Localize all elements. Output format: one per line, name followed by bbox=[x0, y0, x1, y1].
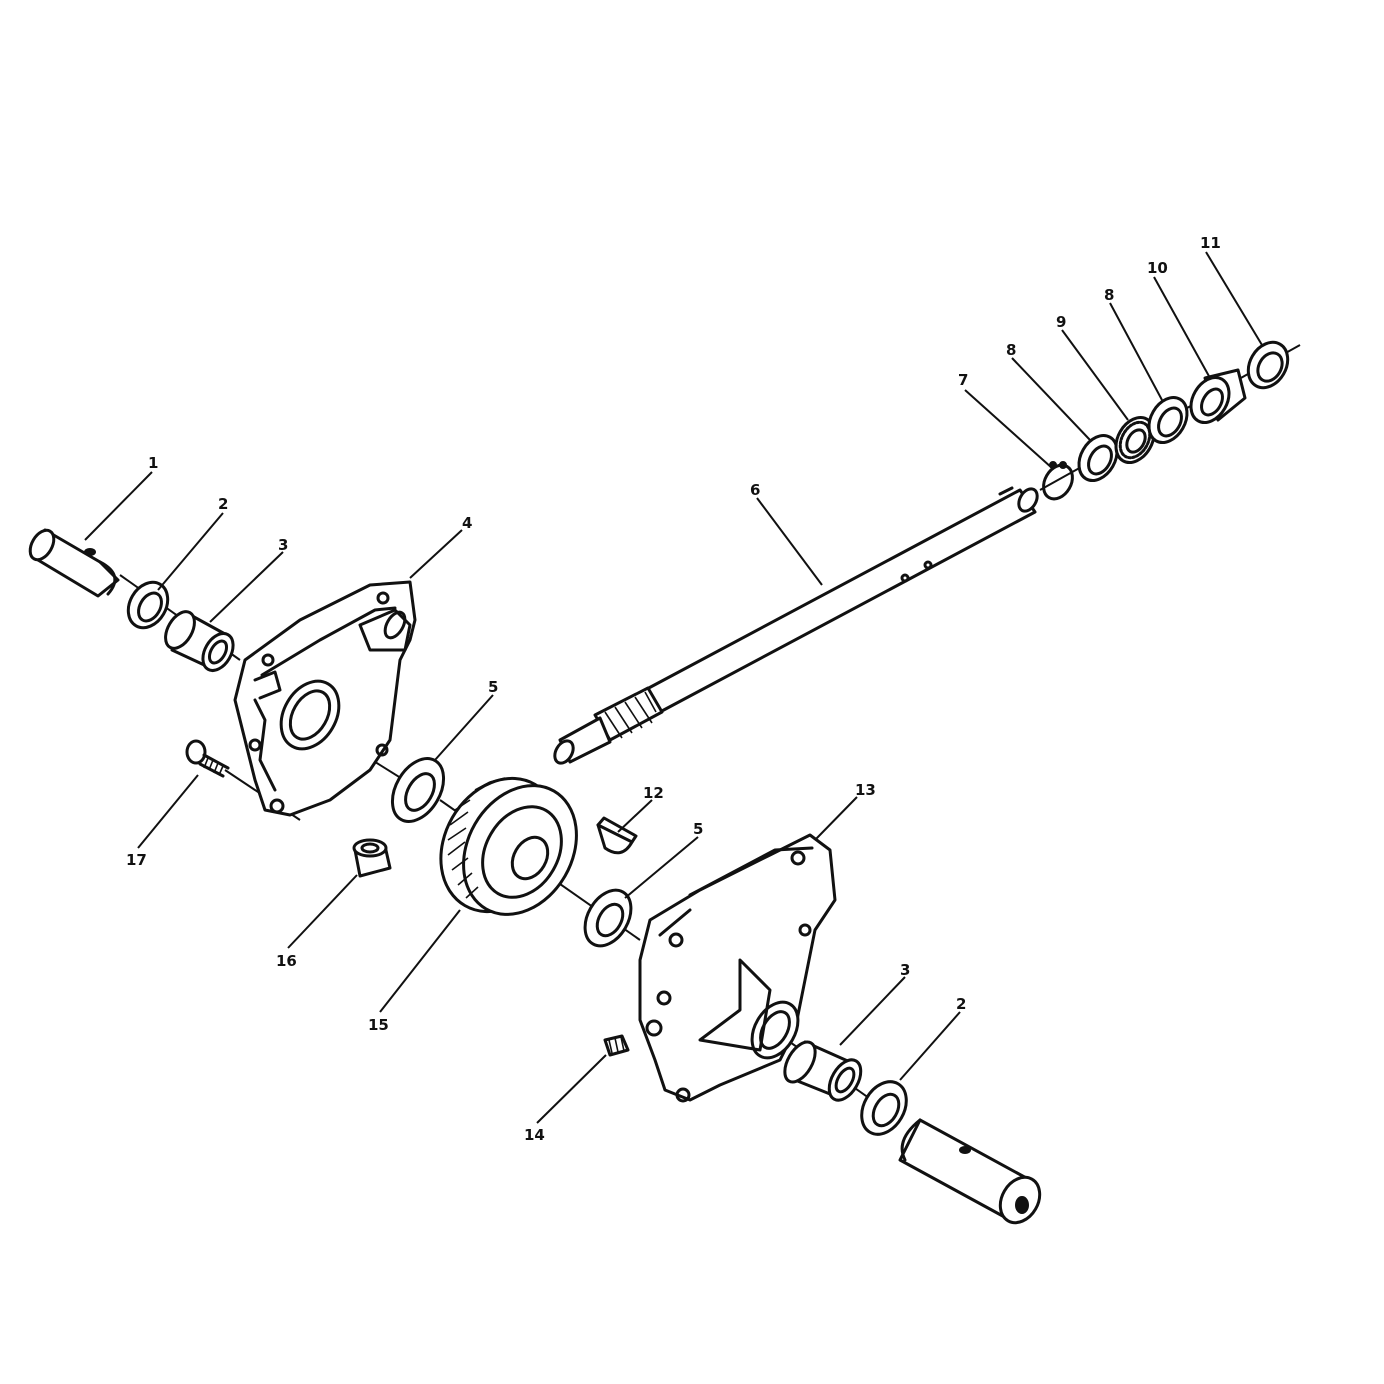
callout-10: 10 bbox=[1147, 259, 1168, 277]
callout-12: 12 bbox=[643, 784, 664, 802]
callout-15: 15 bbox=[368, 1016, 389, 1034]
callout-1: 1 bbox=[148, 454, 158, 472]
callout-5-upper: 5 bbox=[488, 678, 498, 696]
callout-3-lower: 3 bbox=[900, 961, 910, 979]
callout-8-second: 8 bbox=[1104, 286, 1114, 304]
part-2-ring-lower bbox=[860, 1080, 908, 1136]
part-5-washer-upper bbox=[390, 757, 446, 823]
part-10-flanged-bushing bbox=[1189, 368, 1247, 424]
callout-7: 7 bbox=[958, 371, 968, 389]
callout-17: 17 bbox=[126, 851, 147, 869]
callout-13: 13 bbox=[855, 781, 876, 799]
part-5-washer-lower bbox=[583, 888, 633, 948]
part-7-snap-ring bbox=[1042, 461, 1074, 501]
part-16-sleeve bbox=[352, 838, 392, 878]
callout-3-upper: 3 bbox=[278, 536, 288, 554]
part-8-washer-second bbox=[1147, 396, 1189, 444]
leader-lines bbox=[84, 251, 1263, 1124]
callout-labels: 1 2 3 4 5 6 7 8 9 8 10 11 12 13 5 3 2 14… bbox=[126, 234, 1221, 1144]
part-15-helical-gear bbox=[439, 776, 578, 916]
callout-8-first: 8 bbox=[1006, 341, 1016, 359]
callout-5-lower: 5 bbox=[693, 820, 703, 838]
callout-2-upper: 2 bbox=[218, 495, 228, 513]
part-14-set-screw bbox=[603, 1034, 630, 1057]
callout-14: 14 bbox=[524, 1126, 545, 1144]
part-3-bushing-lower bbox=[783, 1040, 863, 1102]
callout-4: 4 bbox=[462, 514, 472, 532]
callout-6: 6 bbox=[750, 481, 760, 499]
part-2-ring-upper bbox=[126, 580, 170, 630]
callout-2-lower: 2 bbox=[956, 995, 966, 1013]
part-8-washer-first bbox=[1077, 434, 1119, 482]
part-11-seal bbox=[1246, 340, 1290, 390]
part-6-shaft bbox=[553, 486, 1039, 765]
part-3-bushing-upper bbox=[164, 610, 235, 672]
part-1-pin-lower bbox=[898, 1118, 1042, 1225]
callout-16: 16 bbox=[276, 952, 297, 970]
part-1-pin bbox=[28, 528, 120, 598]
part-4-housing-left bbox=[233, 580, 417, 817]
part-9-thrust-bearing bbox=[1114, 416, 1156, 464]
callout-11: 11 bbox=[1200, 234, 1221, 252]
part-12-woodruff-key bbox=[596, 816, 638, 855]
callout-9: 9 bbox=[1056, 313, 1066, 331]
part-17-bolt bbox=[185, 739, 230, 778]
part-13-housing-right bbox=[638, 833, 837, 1103]
